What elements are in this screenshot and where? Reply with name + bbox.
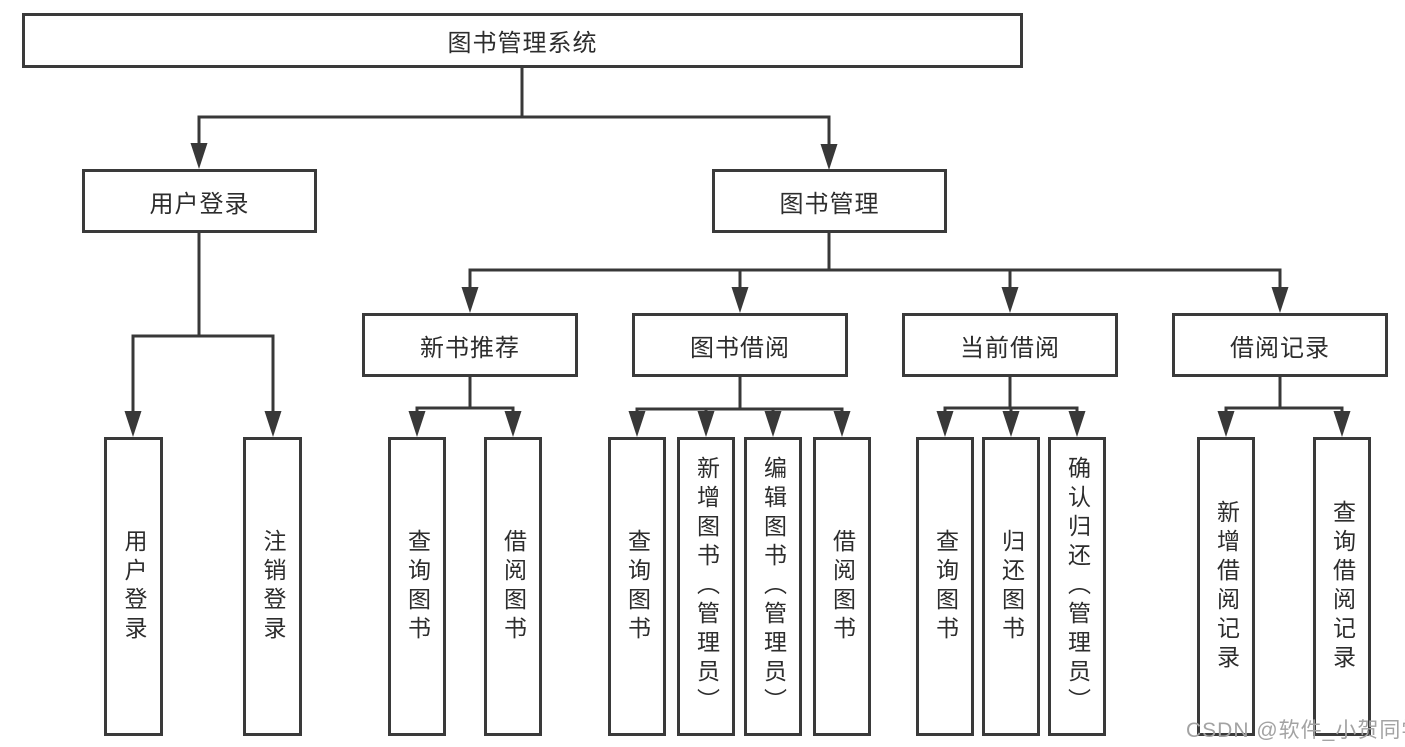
node-leaf-return-book-label: 归还图书 — [998, 528, 1025, 645]
arrowhead — [1333, 411, 1351, 437]
node-leaf-add-book-admin-label: 新增图书（管理员） — [693, 456, 720, 717]
node-leaf-query-book-3: 查询图书 — [916, 437, 974, 736]
arrowhead — [764, 411, 782, 437]
arrowhead — [124, 411, 142, 437]
node-leaf-user-login: 用户登录 — [104, 437, 163, 736]
node-leaf-logout-label: 注销登录 — [260, 528, 286, 645]
arrowhead — [697, 411, 715, 437]
node-book-management-label: 图书管理 — [779, 190, 880, 218]
node-leaf-query-borrow-record-label: 查询借阅记录 — [1329, 499, 1356, 674]
watermark-text: CSDN @软件_小贺同学 — [1186, 719, 1405, 742]
arrowhead — [190, 143, 208, 169]
node-leaf-add-borrow-record-label: 新增借阅记录 — [1213, 499, 1240, 674]
node-leaf-query-book-1: 查询图书 — [388, 437, 446, 736]
arrowhead — [1068, 411, 1086, 437]
node-leaf-logout: 注销登录 — [243, 437, 302, 736]
arrowhead — [1002, 411, 1020, 437]
connector-borrow-record — [1224, 376, 1344, 418]
arrowhead — [408, 411, 426, 437]
node-borrow-record: 借阅记录 — [1172, 313, 1388, 377]
arrowhead — [820, 144, 838, 170]
node-current-borrow-label: 当前借阅 — [960, 334, 1060, 362]
node-current-borrow: 当前借阅 — [902, 313, 1118, 377]
node-leaf-confirm-return-admin-label: 确认归还（管理员） — [1064, 456, 1091, 717]
node-leaf-query-book-2-label: 查询图书 — [624, 528, 651, 645]
node-leaf-query-book-2: 查询图书 — [608, 437, 666, 736]
node-user-login: 用户登录 — [82, 169, 317, 233]
arrowhead — [1271, 287, 1289, 313]
node-new-book-recommend-label: 新书推荐 — [420, 334, 520, 362]
arrowheads — [124, 143, 1351, 437]
node-leaf-add-book-admin: 新增图书（管理员） — [677, 437, 735, 736]
node-borrow-record-label: 借阅记录 — [1230, 334, 1330, 362]
node-new-book-recommend: 新书推荐 — [362, 313, 578, 377]
node-leaf-borrow-book-2-label: 借阅图书 — [829, 528, 856, 645]
arrowhead — [628, 411, 646, 437]
arrowhead — [936, 411, 954, 437]
connector-new-book-recommend — [415, 376, 515, 418]
node-root: 图书管理系统 — [22, 13, 1023, 68]
arrowhead — [264, 411, 282, 437]
arrowhead — [1001, 287, 1019, 313]
connector-user-login — [131, 232, 275, 418]
connector-book-borrow — [635, 376, 844, 418]
node-leaf-user-login-label: 用户登录 — [121, 528, 147, 645]
node-leaf-borrow-book-2: 借阅图书 — [813, 437, 871, 736]
node-root-label: 图书管理系统 — [447, 30, 598, 57]
node-leaf-query-book-1-label: 查询图书 — [404, 528, 431, 645]
node-leaf-borrow-book-1-label: 借阅图书 — [500, 528, 527, 645]
node-user-login-label: 用户登录 — [149, 190, 250, 218]
node-book-borrow: 图书借阅 — [632, 313, 848, 377]
node-leaf-edit-book-admin: 编辑图书（管理员） — [744, 437, 802, 736]
arrowhead — [833, 411, 851, 437]
arrowhead — [504, 411, 522, 437]
node-leaf-return-book: 归还图书 — [982, 437, 1040, 736]
node-leaf-confirm-return-admin: 确认归还（管理员） — [1048, 437, 1106, 736]
node-book-management: 图书管理 — [712, 169, 947, 233]
arrowhead — [1217, 411, 1235, 437]
arrowhead — [461, 287, 479, 313]
node-leaf-edit-book-admin-label: 编辑图书（管理员） — [760, 456, 787, 717]
connector-book-management — [468, 233, 1282, 294]
node-leaf-borrow-book-1: 借阅图书 — [484, 437, 542, 736]
node-book-borrow-label: 图书借阅 — [690, 334, 790, 362]
connector-root — [197, 68, 831, 151]
node-leaf-add-borrow-record: 新增借阅记录 — [1197, 437, 1255, 736]
arrowhead — [731, 287, 749, 313]
node-leaf-query-borrow-record: 查询借阅记录 — [1313, 437, 1371, 736]
node-leaf-query-book-3-label: 查询图书 — [932, 528, 959, 645]
